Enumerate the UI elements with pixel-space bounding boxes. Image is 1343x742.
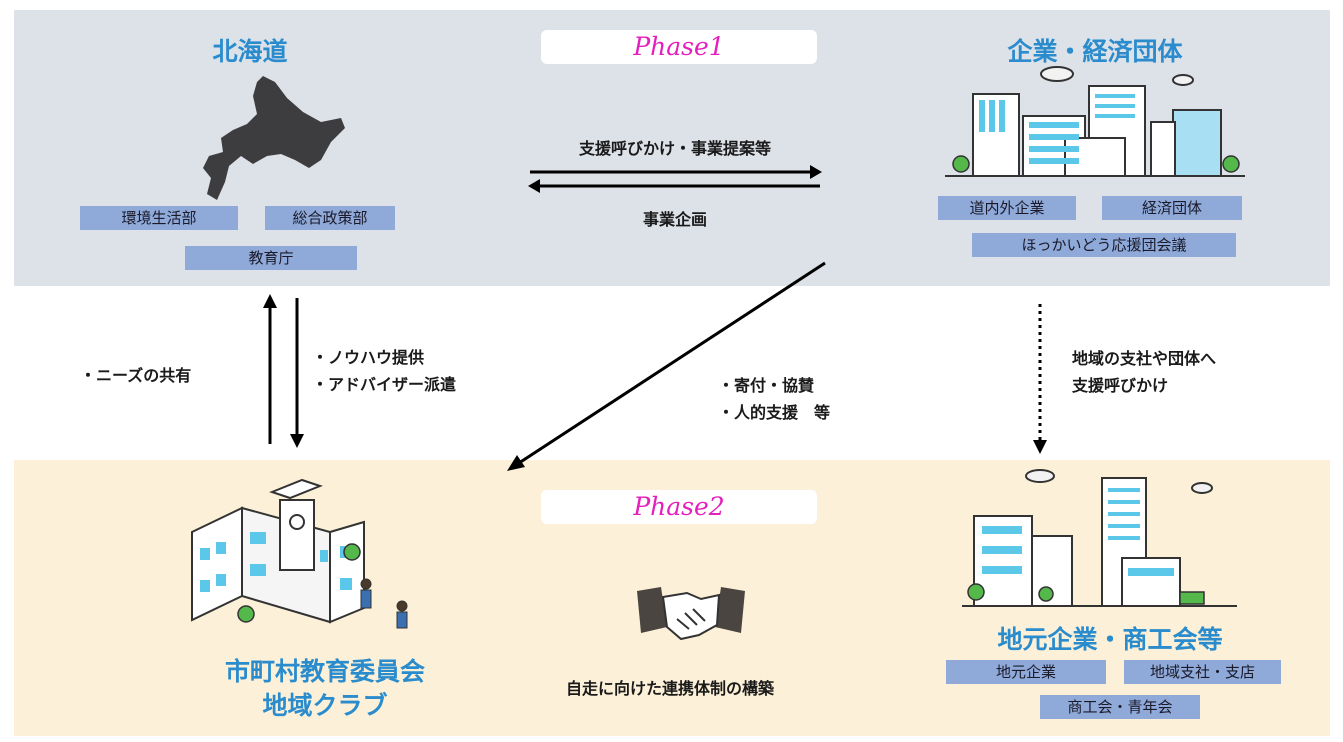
local-tag-companies: 地元企業 xyxy=(946,660,1106,684)
company-tag-economic-org: 経済団体 xyxy=(1102,196,1242,220)
handshake-icon xyxy=(637,587,745,641)
knowhow-label: ・ノウハウ提供 ・アドバイザー派遣 xyxy=(312,348,457,394)
dept-tag-environment: 環境生活部 xyxy=(80,206,238,230)
school-building-icon xyxy=(191,478,408,629)
dotted-arrow xyxy=(1033,304,1047,454)
donation-label: ・寄付・協賛 ・人的支援 等 xyxy=(718,376,831,422)
diagonal-arrow xyxy=(507,261,826,471)
dept-tag-policy: 総合政策部 xyxy=(265,206,395,230)
local-buildings-icon xyxy=(962,469,1237,607)
phase2-label: Phase2 xyxy=(541,490,817,524)
needs-sharing-label: ・ニーズの共有 xyxy=(80,366,192,385)
exchange-arrows xyxy=(528,165,822,193)
municipal-title: 市町村教育委員会 地域クラブ xyxy=(224,657,425,720)
local-title: 地元企業・商工会等 xyxy=(997,625,1223,654)
city-buildings-icon xyxy=(945,66,1245,177)
companies-title: 企業・経済団体 xyxy=(1007,37,1183,66)
exchange-label-to-companies: 支援呼びかけ・事業提案等 xyxy=(578,139,771,158)
local-tag-branches: 地域支社・支店 xyxy=(1124,660,1281,684)
company-tag-domestic: 道内外企業 xyxy=(938,196,1076,220)
vertical-arrows xyxy=(263,294,304,448)
phase1-label: Phase1 xyxy=(541,30,817,64)
hokkaido-map-icon xyxy=(203,76,345,200)
local-tag-commerce: 商工会・青年会 xyxy=(1040,695,1200,719)
dept-tag-education: 教育庁 xyxy=(185,246,357,270)
regional-call-label: 地域の支社や団体へ 支援呼びかけ xyxy=(1072,349,1217,395)
collaboration-caption: 自走に向けた連携体制の構築 xyxy=(565,679,774,698)
company-tag-support-council: ほっかいどう応援団会議 xyxy=(972,233,1236,257)
exchange-label-to-hokkaido: 事業企画 xyxy=(642,210,707,229)
hokkaido-title: 北海道 xyxy=(212,37,288,66)
